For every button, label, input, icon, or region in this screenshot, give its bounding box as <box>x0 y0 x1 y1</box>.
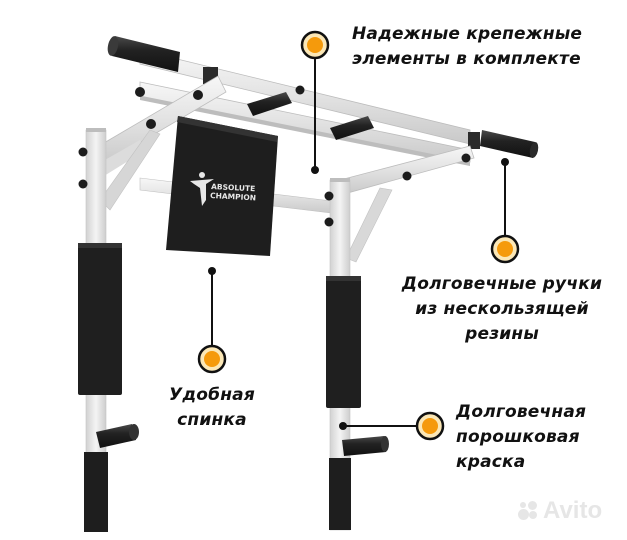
callout-marker-fasteners <box>300 30 330 174</box>
callout-label-coating: Долговечная порошковая краска <box>456 400 586 475</box>
foot-peg-right <box>342 436 389 456</box>
grip-handle-middle-right <box>330 116 374 140</box>
callout-label-line: из нескользящей <box>415 299 589 319</box>
right-arm <box>339 145 475 263</box>
foot-peg-left <box>96 424 139 448</box>
callout-label-line: Удобная <box>169 385 255 405</box>
watermark-text: Avito <box>543 497 603 524</box>
backrest-pad: ABSOLUTE CHAMPION <box>166 116 278 256</box>
callout-label-line: краска <box>456 452 526 472</box>
end-cap-right <box>468 132 480 149</box>
callout-marker-backrest <box>197 267 227 374</box>
absolute-champion-logo-icon <box>190 172 214 206</box>
pad-logo-line2: CHAMPION <box>210 191 256 202</box>
callout-marker-handles <box>490 158 520 264</box>
callout-label-line: Долговечные ручки <box>401 274 603 294</box>
callout-label-fasteners: Надежные крепежные элементы в комплекте <box>352 22 582 72</box>
callout-label-line: резины <box>465 324 539 344</box>
avito-logo-icon <box>518 501 540 521</box>
avito-watermark: Avito <box>518 497 602 525</box>
post-sleeve-left <box>84 452 108 532</box>
callout-label-line: Надежные крепежные <box>352 24 583 44</box>
post-sleeve-right <box>329 458 351 530</box>
callout-label-line: элементы в комплекте <box>352 49 581 69</box>
grip-handle-middle-left <box>247 92 292 116</box>
callout-marker-coating <box>339 411 445 441</box>
pad-logo-line1: ABSOLUTE <box>211 182 256 193</box>
callout-label-backrest: Удобная спинка <box>162 383 262 433</box>
handle-left-top <box>107 36 180 72</box>
side-pad-left <box>78 243 122 395</box>
handle-right-top <box>480 130 539 158</box>
callout-label-handles: Долговечные ручки из нескользящей резины <box>392 272 612 347</box>
callout-label-line: Долговечная <box>456 402 587 422</box>
callout-label-line: спинка <box>177 410 247 430</box>
side-pad-right <box>326 276 361 408</box>
callout-label-line: порошковая <box>456 427 580 447</box>
